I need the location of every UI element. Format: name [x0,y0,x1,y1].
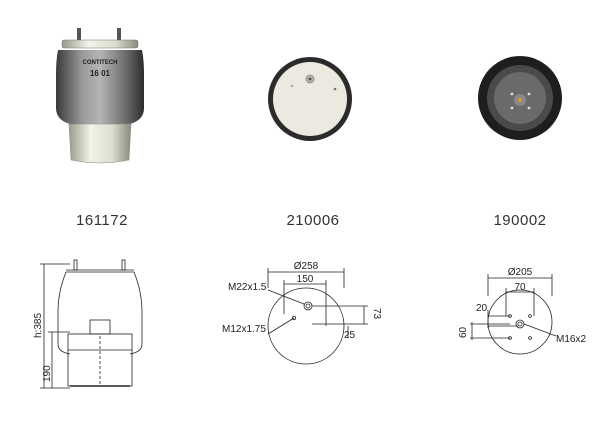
product-code-210006: 210006 [286,212,340,229]
drawing-210006: Ø258 150 M22x1.5 M12x1.75 73 25 [222,261,382,365]
drawing-190002: Ø205 70 20 60 M16x2 [458,267,586,355]
dim-thread-a: M22x1.5 [228,282,267,293]
dim-thread: M16x2 [556,334,586,345]
dim-offset-b: 60 [458,326,469,338]
dim-spacing: 150 [297,274,314,285]
dim-thread-b: M12x1.75 [222,324,266,335]
product-photo-210006 [268,57,352,141]
brand-text: CONTITECH [83,60,118,66]
product-code-161172: 161172 [76,212,128,229]
dim-spacing: 70 [514,282,526,293]
drawing-161172: h:385 190 [33,259,143,389]
dim-small: 25 [344,330,356,341]
product-code-190002: 190002 [493,212,547,229]
dim-diameter: Ø258 [294,261,319,272]
dim-piston: 190 [42,365,53,382]
dim-diameter: Ø205 [508,267,533,278]
label-text: 16 01 [90,69,111,78]
product-photo-190002 [478,56,562,140]
dim-height: h:385 [33,313,44,338]
dim-offset: 73 [371,308,382,320]
product-photo-161172: CONTITECH 16 01 [56,28,144,164]
dim-offset-a: 20 [476,303,488,314]
